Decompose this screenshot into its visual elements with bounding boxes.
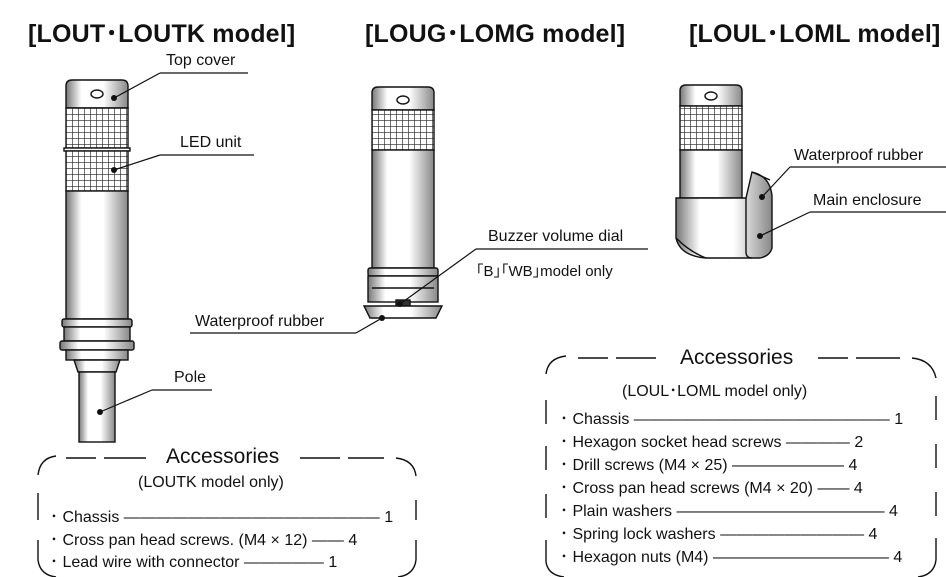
label-waterproof-rubber-loul: Waterproof rubber (794, 147, 924, 164)
accessories-right-row: ･ Hexagon nuts (M4) ——————————— 4 (560, 549, 903, 566)
label-b-wb-model-only: ｢B｣｢WB｣model only (476, 263, 613, 280)
label-buzzer-volume-dial: Buzzer volume dial (488, 228, 624, 245)
title-loutk: [LOUT･LOUTK model] (28, 20, 296, 48)
leader-lines (99, 72, 946, 413)
accessories-left-title: Accessories (166, 445, 280, 468)
label-led-unit: LED unit (180, 134, 242, 151)
accessories-right-subtitle: (LOUL･LOML model only) (622, 383, 808, 400)
label-main-enclosure: Main enclosure (813, 192, 922, 209)
accessories-right-row: ･ Spring lock washers ————————— 4 (560, 526, 878, 543)
loug-tower-drawing (362, 86, 444, 319)
accessories-left-row: ･ Lead wire with connector ————— 1 (50, 554, 338, 571)
label-pole: Pole (174, 369, 207, 386)
accessories-left-row: ･ Chassis ———————————————— 1 (50, 509, 394, 526)
leader-dots (97, 95, 765, 415)
accessories-right-title: Accessories (680, 346, 794, 369)
accessories-right-row: ･ Plain washers ————————————— 4 (560, 503, 898, 520)
accessories-right-row: ･ Drill screws (M4 × 25) ——————— 4 (560, 457, 858, 474)
title-loug: [LOUG･LOMG model] (365, 20, 626, 48)
loul-unit-drawing (675, 84, 773, 259)
label-top-cover: Top cover (166, 52, 236, 69)
title-loul: [LOUL･LOML model] (689, 20, 941, 48)
label-waterproof-rubber-loug: Waterproof rubber (195, 313, 325, 330)
loutk-tower-drawing (59, 79, 135, 443)
accessories-right-row: ･ Cross pan head screws (M4 × 20) —— 4 (560, 480, 863, 497)
accessories-frames (37, 355, 937, 577)
accessories-right-row: ･ Chassis ———————————————— 1 (560, 411, 904, 428)
accessories-left-row: ･ Cross pan head screws. (M4 × 12) —— 4 (50, 532, 358, 549)
accessories-left-subtitle: (LOUTK model only) (138, 474, 284, 491)
accessories-right-row: ･ Hexagon socket head screws ———— 2 (560, 434, 864, 451)
